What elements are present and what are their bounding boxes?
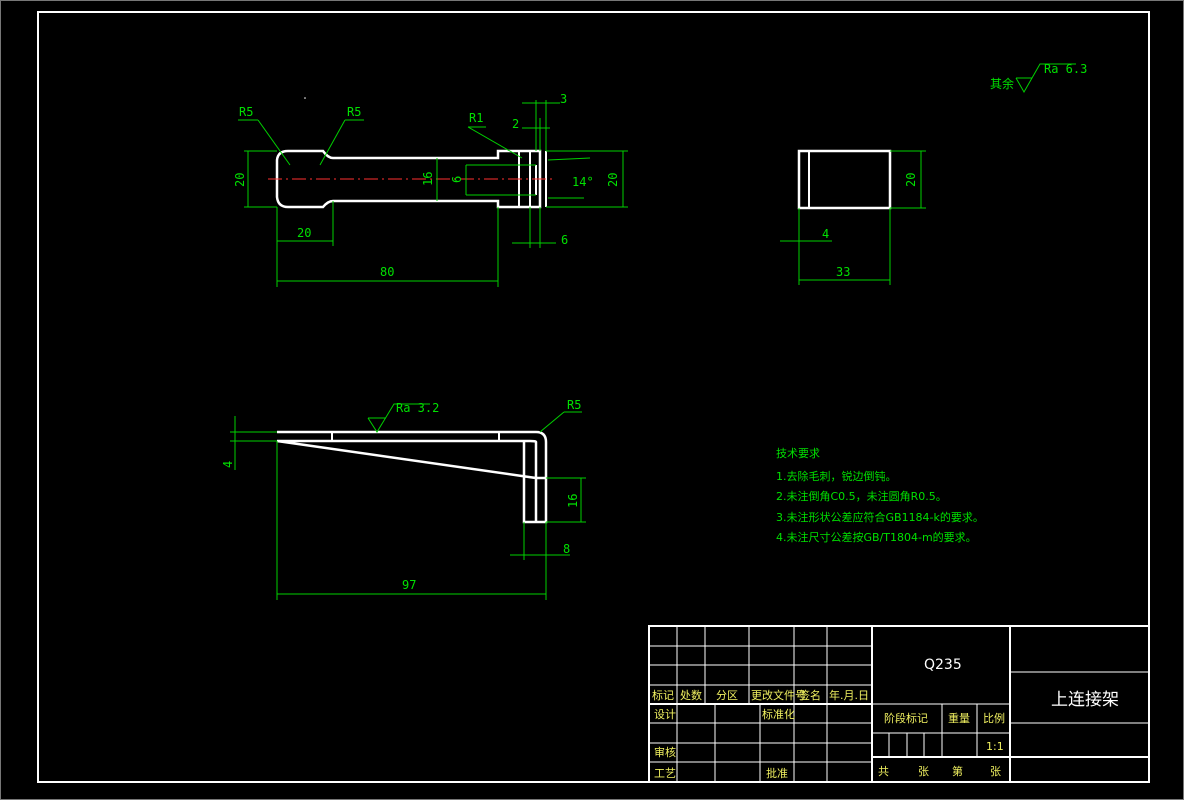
bottom-dim-tab: 16 (566, 494, 580, 508)
side-view-outline (797, 149, 892, 210)
tb-review: 审核 (654, 745, 676, 759)
front-dim-total: 80 (380, 265, 394, 279)
front-radius-small: R1 (469, 111, 483, 125)
bottom-dim-thick: 4 (221, 461, 235, 468)
roughness-other-value: Ra 6.3 (1044, 62, 1087, 76)
tech-requirements: 技术要求 1.去除毛刺，锐边倒钝。 2.未注倒角C0.5，未注圆角R0.5。 3… (776, 447, 984, 544)
side-dim-thick: 4 (822, 227, 829, 241)
artifact-dot (304, 97, 306, 99)
front-radius-right: R5 (347, 105, 361, 119)
front-dim-height: 20 (233, 173, 247, 187)
front-view-outline (275, 149, 542, 209)
tb-approve: 批准 (766, 766, 788, 780)
side-view: 20 4 33 (780, 149, 926, 285)
tb-page: 第 (952, 764, 963, 778)
tech-req-item: 4.未注尺寸公差按GB/T1804-m的要求。 (776, 530, 977, 544)
bottom-roughness: Ra 3.2 (396, 401, 439, 415)
roughness-other: 其余 Ra 6.3 (990, 62, 1087, 94)
tb-part-name: 上连接架 (1051, 690, 1119, 710)
bottom-dim-tab-w: 8 (563, 542, 570, 556)
tech-req-title: 技术要求 (776, 447, 820, 460)
tech-req-item: 3.未注形状公差应符合GB1184-k的要求。 (776, 510, 984, 524)
tech-req-item: 2.未注倒角C0.5，未注圆角R0.5。 (776, 489, 947, 503)
tb-design: 设计 (654, 708, 676, 721)
tb-header-mark: 标记 (652, 688, 674, 702)
side-dim-height: 20 (904, 173, 918, 187)
front-dim-top-2: 2 (512, 117, 519, 131)
bottom-dim-total: 97 (402, 578, 416, 592)
front-view: R5 R5 R1 20 16 6 20 80 3 (233, 92, 628, 287)
tb-sheet2: 张 (990, 765, 1001, 778)
bottom-view-outline (276, 430, 548, 524)
tb-weight: 重量 (948, 711, 970, 725)
tb-header-date: 年.月.日 (829, 688, 869, 702)
tb-scale: 比例 (983, 711, 1005, 725)
roughness-other-label: 其余 (990, 76, 1014, 91)
tb-header-sign: 签名 (799, 688, 821, 702)
tb-standardize: 标准化 (762, 707, 795, 721)
tb-stage-mark: 阶段标记 (884, 711, 928, 725)
front-dim-top-3: 3 (560, 92, 567, 106)
tech-req-item: 1.去除毛刺，锐边倒钝。 (776, 469, 897, 483)
tb-process: 工艺 (654, 767, 676, 780)
tb-sheets: 张 (918, 765, 929, 778)
tb-scale-value: 1:1 (986, 740, 1004, 753)
front-dim-angle: 14° (572, 175, 594, 189)
front-radius-left: R5 (239, 105, 253, 119)
front-dim-slot-inner: 6 (450, 176, 464, 183)
tb-total: 共 (878, 765, 889, 778)
bottom-radius: R5 (567, 398, 581, 412)
tb-material: Q235 (924, 657, 962, 673)
front-dim-bottom-6: 6 (561, 233, 568, 247)
bottom-view: Ra 3.2 R5 4 16 8 97 (221, 398, 586, 600)
front-dim-head-len: 20 (297, 226, 311, 240)
tb-header-doc: 更改文件号 (751, 688, 806, 702)
drawing-border (37, 11, 1150, 783)
front-dim-right-20: 20 (606, 173, 620, 187)
title-block: 标记 处数 分区 更改文件号 签名 年.月.日 设计 标准化 审核 工艺 批准 … (648, 625, 1150, 783)
tb-header-zone: 分区 (716, 689, 738, 702)
side-dim-width: 33 (836, 265, 850, 279)
front-dim-slot: 16 (421, 172, 435, 186)
tb-header-count: 处数 (680, 689, 702, 702)
